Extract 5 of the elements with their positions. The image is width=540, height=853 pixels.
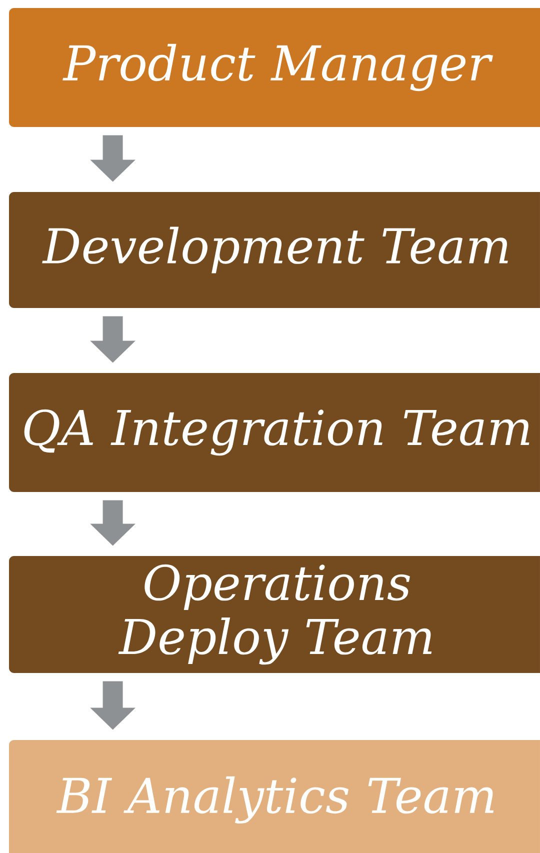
process-box: Operations Deploy Team bbox=[9, 556, 540, 673]
process-box: Development Team bbox=[9, 192, 540, 308]
process-box: QA Integration Team bbox=[9, 373, 540, 492]
process-box: BI Analytics Team bbox=[9, 740, 540, 853]
process-box: Product Manager bbox=[9, 8, 540, 127]
